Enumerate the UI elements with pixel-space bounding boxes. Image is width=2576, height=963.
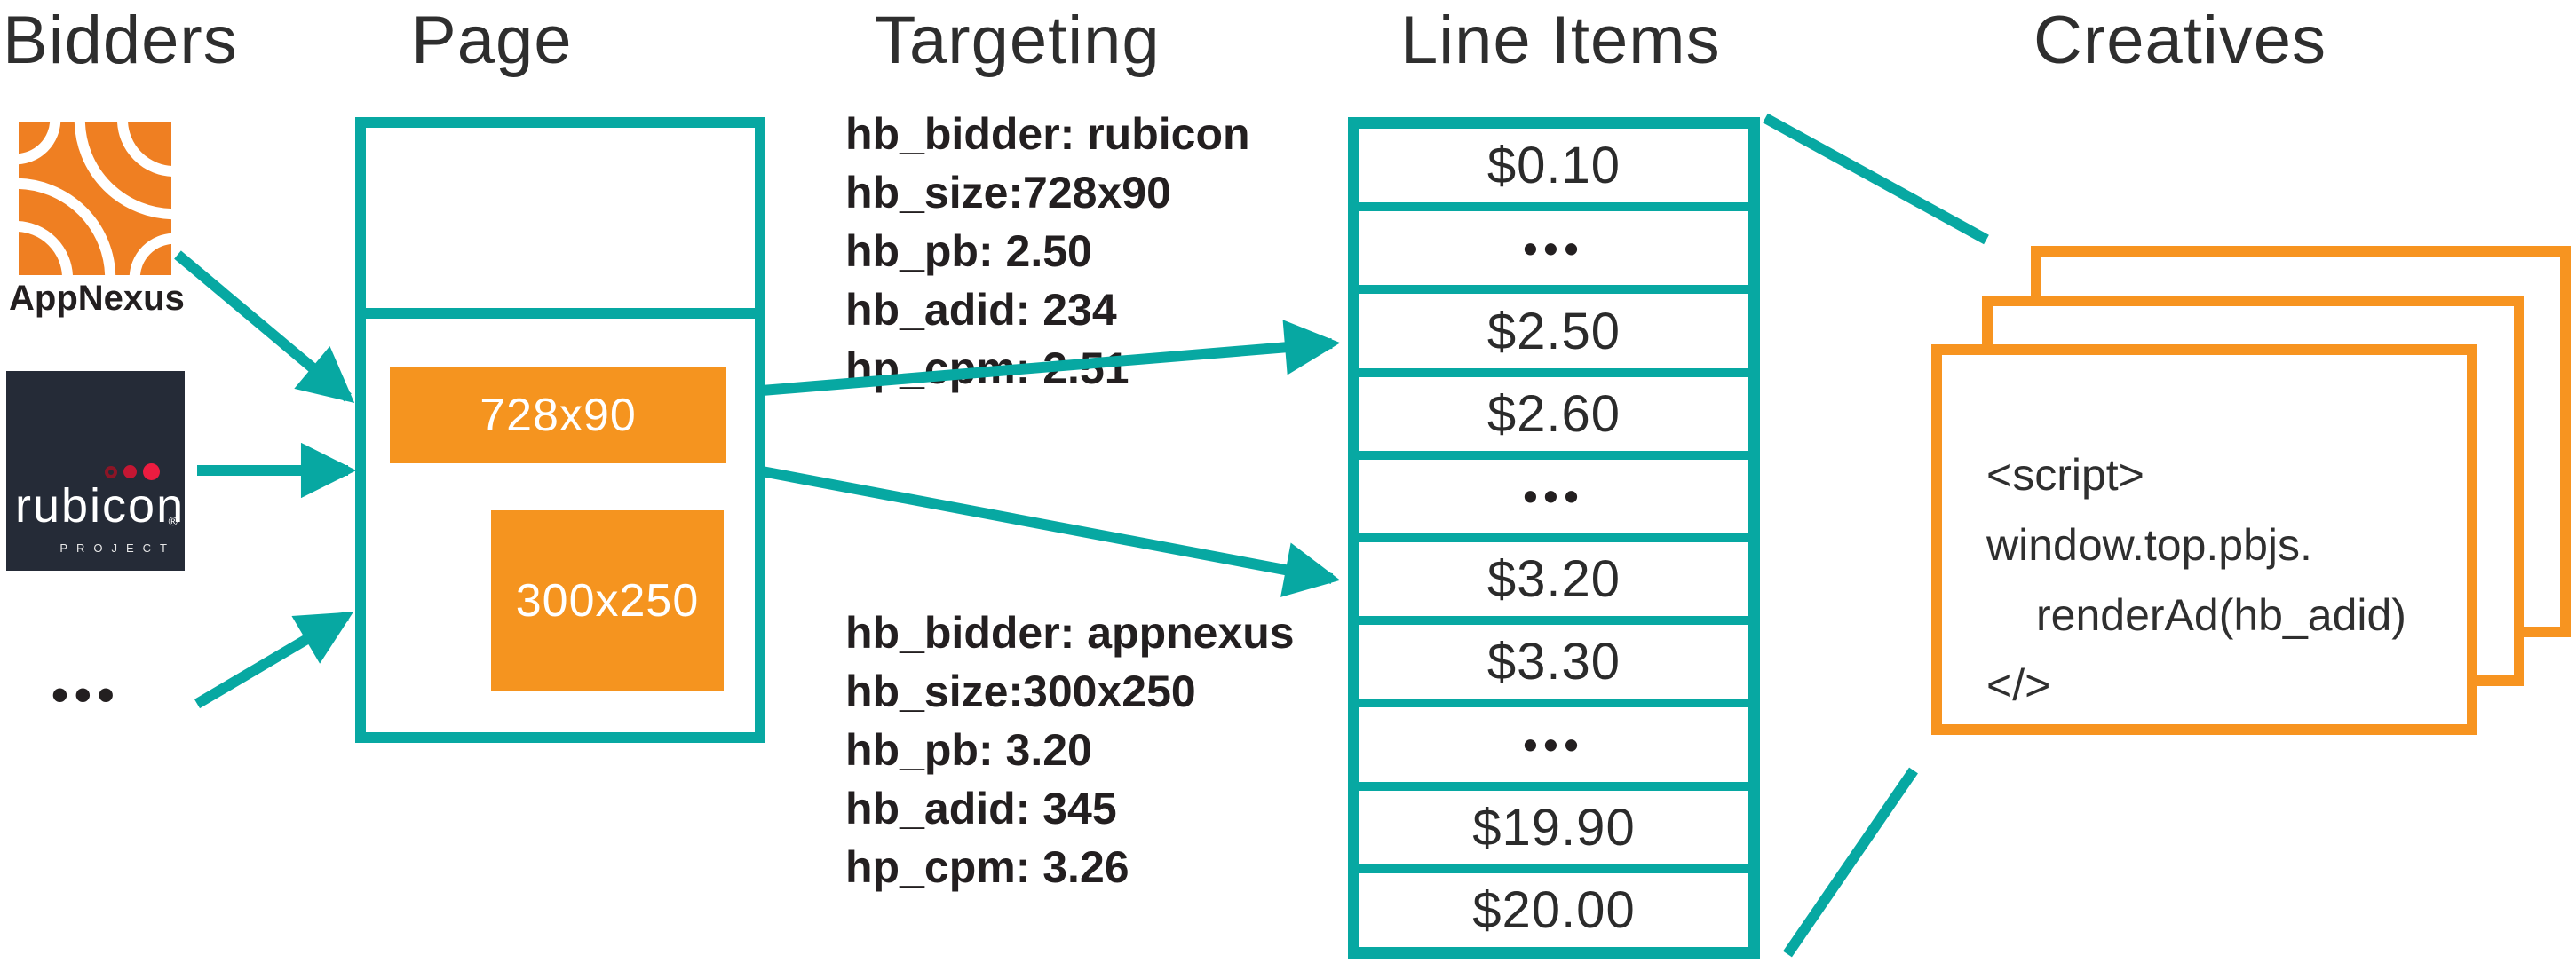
page-header-divider (366, 308, 755, 319)
line-lineitems-to-creatives-bottom (1783, 767, 1918, 958)
line-item-row: $19.90 (1359, 790, 1748, 864)
page-column-title: Page (411, 3, 573, 78)
targeting-line: hb_pb: 2.50 (845, 226, 1092, 276)
targeting-column-title: Targeting (875, 3, 1161, 78)
arrow-appnexus-to-page (174, 250, 355, 404)
bidders-column-title: Bidders (3, 3, 238, 78)
arrow-page-to-lineitem-320 (760, 466, 1341, 597)
rubicon-registered-mark: ® (168, 514, 178, 528)
code-line: <script> (1986, 450, 2144, 500)
targeting-line: hp_cpm: 2.51 (845, 343, 1129, 393)
targeting-line: hp_cpm: 3.26 (845, 842, 1129, 892)
rubicon-dot-ring (105, 465, 117, 478)
targeting-line: hb_adid: 345 (845, 784, 1117, 833)
appnexus-logo (0, 19, 275, 379)
ad-slot-300x250: 300x250 (491, 510, 724, 691)
rubicon-dots-icon (105, 463, 160, 480)
line-item-row: $3.20 (1359, 542, 1748, 617)
code-line: </> (1986, 660, 2051, 710)
rubicon-project-label: PROJECT (59, 541, 176, 555)
line-item-row-ellipsis: ••• (1359, 459, 1748, 534)
targeting-line: hb_bidder: appnexus (845, 608, 1295, 658)
rubicon-wordmark: rubicon (15, 479, 186, 533)
line-lineitems-to-creatives-top (1763, 113, 1989, 245)
targeting-line: hb_size:728x90 (845, 168, 1171, 217)
targeting-line: hb_pb: 3.20 (845, 725, 1092, 775)
rubicon-dot-mid (123, 465, 137, 478)
line-item-row: $0.10 (1359, 129, 1748, 203)
rubicon-logo: rubicon ® PROJECT (6, 371, 185, 571)
targeting-block-appnexus: hb_bidder: appnexus hb_size:300x250 hb_p… (845, 604, 1307, 896)
line-item-row-ellipsis: ••• (1359, 707, 1748, 782)
line-item-row: $2.60 (1359, 376, 1748, 451)
line-items-column-title: Line Items (1400, 3, 1721, 78)
line-item-row: $2.50 (1359, 294, 1748, 368)
line-item-row: $3.30 (1359, 625, 1748, 699)
creative-code-snippet: <script> window.top.pbjs. renderAd(hb_ad… (1986, 440, 2406, 721)
creatives-column-title: Creatives (2033, 3, 2326, 78)
code-line: renderAd(hb_adid) (2036, 590, 2406, 640)
targeting-line: hb_bidder: rubicon (845, 109, 1250, 159)
appnexus-pinwheel-icon (0, 19, 275, 379)
targeting-line: hb_adid: 234 (845, 285, 1117, 335)
ad-slot-728x90: 728x90 (390, 367, 726, 463)
code-line: window.top.pbjs. (1986, 520, 2312, 570)
targeting-block-rubicon: hb_bidder: rubicon hb_size:728x90 hb_pb:… (845, 105, 1307, 398)
more-bidders-ellipsis: ••• (52, 668, 121, 722)
line-items-table: $0.10 ••• $2.50 $2.60 ••• $3.20 $3.30 ••… (1348, 117, 1760, 959)
line-item-row-ellipsis: ••• (1359, 211, 1748, 286)
creative-card-front: <script> window.top.pbjs. renderAd(hb_ad… (1931, 344, 2477, 735)
targeting-line: hb_size:300x250 (845, 667, 1196, 716)
line-item-row: $20.00 (1359, 872, 1748, 948)
arrow-otherbidders-to-page (194, 611, 354, 709)
rubicon-dot-solid (143, 463, 160, 480)
appnexus-label: AppNexus (9, 279, 185, 318)
